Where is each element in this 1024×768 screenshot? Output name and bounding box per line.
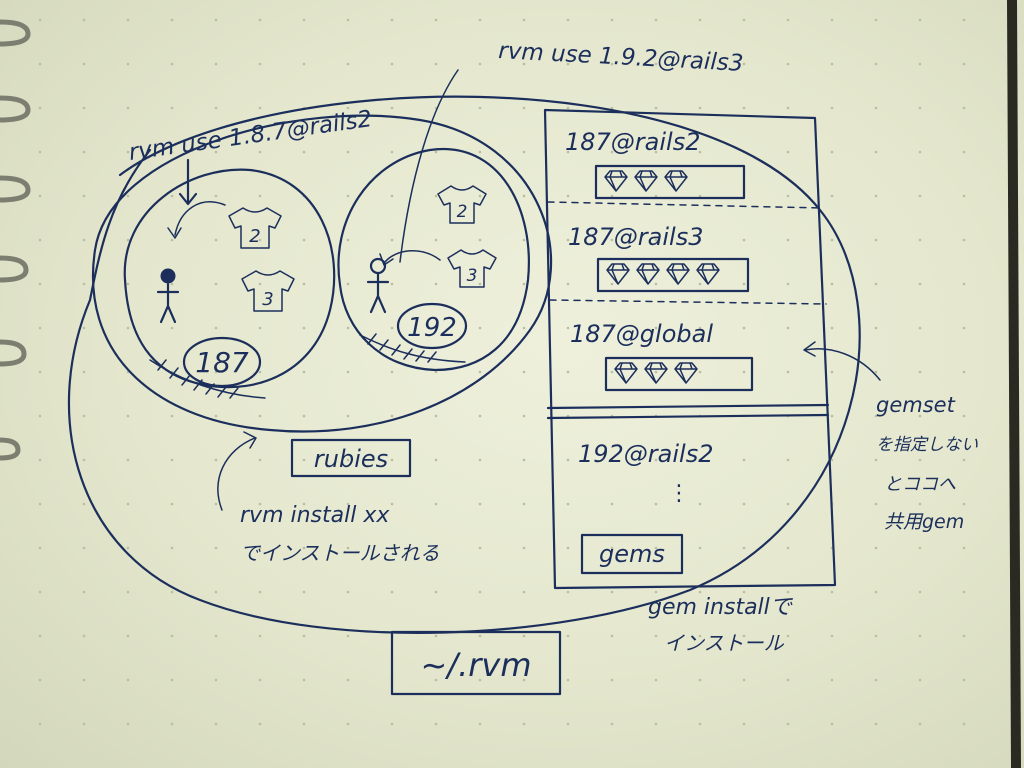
rubies-ellipse xyxy=(92,114,553,433)
gem-install-note-line2: インストール xyxy=(664,631,785,655)
gem-icon xyxy=(636,263,660,285)
gem-icon xyxy=(664,170,688,192)
person-icon xyxy=(156,268,180,324)
shirt-icon: 3 xyxy=(241,270,295,312)
gemset-divider xyxy=(549,299,827,305)
person-icon xyxy=(366,257,390,314)
gem-icon xyxy=(606,263,630,285)
arrow-head-icon xyxy=(178,192,198,206)
gem-box xyxy=(596,257,750,293)
gemset-name: 192@rails2 xyxy=(578,440,714,468)
gemset-ellipsis: ⋮ xyxy=(668,481,690,506)
gem-icon xyxy=(696,263,720,285)
gem-icon xyxy=(614,362,638,384)
gemset-name: 187@global xyxy=(570,320,713,348)
curved-arrow-icon xyxy=(804,348,881,381)
curved-arrow-icon xyxy=(174,201,226,236)
command-use-192: rvm use 1.9.2@rails3 xyxy=(498,38,744,77)
gems-panel xyxy=(543,108,837,590)
svg-text:2: 2 xyxy=(249,226,260,247)
gem-icon xyxy=(674,362,698,384)
shirt-icon: 3 xyxy=(447,249,497,288)
ruby-192-circle xyxy=(337,147,530,372)
arrow-head-icon xyxy=(243,431,257,449)
shared-gems-divider xyxy=(546,413,830,420)
ruby-187-badge xyxy=(182,336,262,388)
gemset-divider xyxy=(547,201,823,209)
gem-icon xyxy=(666,263,690,285)
side-note-line1: gemset xyxy=(876,393,956,417)
curved-arrow-icon xyxy=(384,249,441,263)
ground-hatch-187 xyxy=(149,359,266,399)
gem-icon xyxy=(644,362,668,384)
ruby-192-badge xyxy=(396,302,468,350)
ruby-192-version: 192 xyxy=(407,313,457,343)
shared-gems-divider xyxy=(546,403,830,410)
gem-box xyxy=(604,356,754,392)
arrow-head-icon xyxy=(167,227,182,239)
gems-label-box xyxy=(580,533,684,575)
rvm-root-label: ~/.rvm xyxy=(420,646,531,684)
gem-rows xyxy=(594,164,754,392)
rubies-label-box xyxy=(290,438,412,478)
rvm-root-label-box xyxy=(390,630,562,696)
curved-arrow-icon xyxy=(399,69,459,263)
side-note-line4: 共用gem xyxy=(884,511,964,533)
arrow-head-icon xyxy=(803,341,816,357)
arrow-head-icon xyxy=(379,253,394,266)
svg-text:3: 3 xyxy=(262,289,273,310)
gemset-name: 187@rails3 xyxy=(568,223,704,251)
dot-grid xyxy=(38,18,966,726)
shirt-icon: 2 xyxy=(228,207,282,249)
command-use-187: rvm use 1.8.7@rails2 xyxy=(127,106,374,166)
rvm-install-note-line2: でインストールされる xyxy=(240,541,440,565)
svg-text:3: 3 xyxy=(467,266,478,286)
gems-label: gems xyxy=(599,540,665,568)
gem-box xyxy=(594,164,746,200)
svg-text:2: 2 xyxy=(457,202,468,222)
gem-icon xyxy=(634,170,658,192)
gemset-name: 187@rails2 xyxy=(565,128,701,156)
rvm-install-note-line1: rvm install xx xyxy=(240,503,390,528)
rubies-label: rubies xyxy=(314,445,388,473)
ground-hatch-192 xyxy=(359,333,466,363)
gem-install-note-line1: gem installで xyxy=(648,595,794,620)
side-note-line2: を指定しない xyxy=(876,435,978,455)
rvm-root-ellipse xyxy=(67,95,861,634)
ruby-187-version: 187 xyxy=(195,346,249,379)
curved-arrow-icon xyxy=(217,437,256,511)
shirt-icon: 2 xyxy=(437,185,487,224)
gem-icon xyxy=(604,170,628,192)
side-note-line3: とココへ xyxy=(884,474,956,495)
